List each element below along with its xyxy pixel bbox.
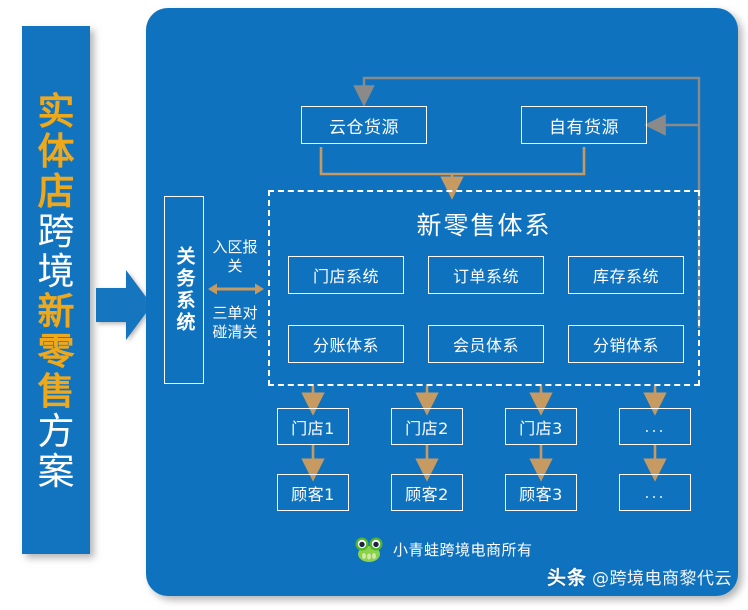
banner-char: 方 xyxy=(37,410,75,453)
node-cloud-warehouse-supply[interactable]: 云仓货源 xyxy=(301,106,427,144)
node-store-1[interactable]: 门店1 xyxy=(277,408,349,445)
node-customer-more[interactable]: ... xyxy=(619,474,691,511)
frog-icon xyxy=(355,537,383,562)
banner-char: 零 xyxy=(37,330,75,373)
watermark-brand: 头条 xyxy=(546,567,587,589)
banner-char: 实 xyxy=(37,90,75,133)
watermark-handle: @跨境电商黎代云 xyxy=(592,569,732,589)
node-store-system[interactable]: 门店系统 xyxy=(288,256,404,294)
banner-char: 售 xyxy=(37,370,75,413)
title-banner: 实 体 店 跨 境 新 零 售 方 案 xyxy=(22,26,90,554)
node-store-2[interactable]: 门店2 xyxy=(391,408,463,445)
watermark: 头条 @跨境电商黎代云 xyxy=(547,563,732,590)
node-store-more[interactable]: ... xyxy=(619,408,691,445)
node-customer-1[interactable]: 顾客1 xyxy=(277,474,349,511)
right-arrow-icon xyxy=(96,270,152,340)
double-arrow-icon xyxy=(208,283,264,295)
customs-inbound-label: 入区报关 xyxy=(212,238,258,275)
node-own-supply[interactable]: 自有货源 xyxy=(521,106,647,144)
banner-char: 跨 xyxy=(37,210,75,253)
node-distribution-system[interactable]: 分销体系 xyxy=(568,325,684,363)
customs-system-label: 关务系统 xyxy=(173,246,196,334)
footer-credit-text: 小青蛙跨境电商所有 xyxy=(393,540,533,559)
new-retail-system-title: 新零售体系 xyxy=(416,211,552,240)
customs-clearance-label: 三单对碰清关 xyxy=(212,304,258,341)
node-order-system[interactable]: 订单系统 xyxy=(428,256,544,294)
banner-char: 境 xyxy=(37,250,75,293)
node-customs-system[interactable]: 关务系统 xyxy=(164,196,204,384)
banner-char: 体 xyxy=(37,130,75,173)
node-inventory-system[interactable]: 库存系统 xyxy=(568,256,684,294)
banner-char: 店 xyxy=(37,170,75,213)
node-store-3[interactable]: 门店3 xyxy=(505,408,577,445)
footer-credit: 小青蛙跨境电商所有 xyxy=(354,536,533,562)
diagram-panel: 云仓货源 自有货源 关务系统 入区报关 三单对碰清关 新零售体系 门店系统 订单… xyxy=(146,8,738,596)
new-retail-system-panel: 新零售体系 门店系统 订单系统 库存系统 分账体系 会员体系 分销体系 xyxy=(268,190,700,386)
banner-char: 案 xyxy=(37,450,75,493)
banner-char: 新 xyxy=(37,290,75,333)
node-customer-3[interactable]: 顾客3 xyxy=(505,474,577,511)
node-customer-2[interactable]: 顾客2 xyxy=(391,474,463,511)
node-membership-system[interactable]: 会员体系 xyxy=(428,325,544,363)
node-ledger-system[interactable]: 分账体系 xyxy=(288,325,404,363)
